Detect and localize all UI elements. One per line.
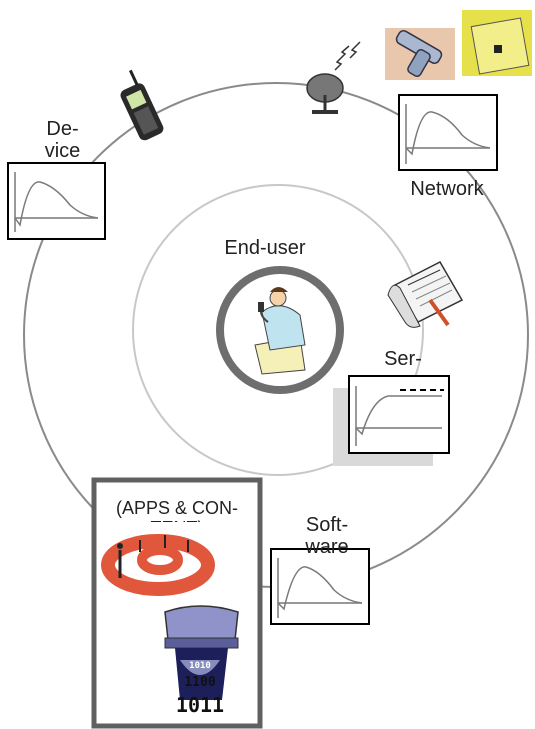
satellite-dish-icon xyxy=(306,41,361,114)
end-user-label: End-user xyxy=(224,237,306,259)
binary-line-1: 1010 xyxy=(189,661,211,671)
network-label: Network xyxy=(410,178,484,200)
apps-content-label: (APPS & CON- TENT) xyxy=(115,498,239,522)
binary-line-2: 1100 xyxy=(184,675,215,690)
inner-ring xyxy=(132,184,424,476)
apps-content-box xyxy=(91,477,263,729)
software-label: Soft- ware xyxy=(305,514,349,558)
binary-line-3: 1011 xyxy=(176,693,224,717)
device-label: De- vice xyxy=(44,118,81,162)
software-response-chart xyxy=(270,548,370,625)
person-at-desk-icon xyxy=(254,287,306,375)
network-response-chart xyxy=(398,94,498,171)
at-sign-icon xyxy=(101,534,215,596)
service-label: Ser- xyxy=(384,348,422,370)
service-response-chart xyxy=(348,375,450,454)
electrical-panel-icon xyxy=(462,10,532,76)
pipe-connector-icon xyxy=(385,28,455,80)
mobile-phone-icon xyxy=(120,69,164,141)
device-response-chart xyxy=(7,162,106,240)
contract-icon xyxy=(387,261,464,328)
printer-icon xyxy=(164,605,239,700)
